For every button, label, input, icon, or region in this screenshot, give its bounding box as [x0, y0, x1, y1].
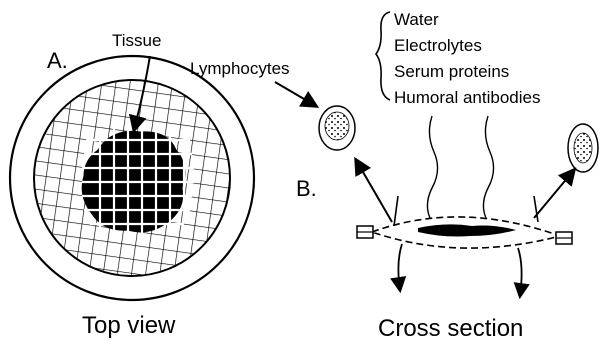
arrow-down-right: [518, 248, 522, 296]
bracket-item-electrolytes: Electrolytes: [394, 36, 482, 55]
bracket-item-serum-proteins: Serum proteins: [394, 62, 509, 81]
lymphocyte-cell-right: [568, 124, 598, 172]
panel-b-letter: B.: [296, 176, 317, 201]
bracket-item-humoral-antibodies: Humoral antibodies: [394, 88, 540, 107]
list-brace: [376, 12, 390, 100]
lymphocytes-label: Lymphocytes: [190, 59, 290, 78]
tissue-label: Tissue: [112, 31, 161, 50]
arrow-down-left: [398, 244, 402, 290]
arrow-stem-left: [394, 196, 398, 226]
lymphocyte-cell-left: [319, 106, 355, 150]
top-view-caption: Top view: [82, 312, 176, 339]
diffusion-wave-right: [483, 116, 493, 218]
arrow-to-lymphocyte-right: [534, 170, 574, 218]
cross-section-caption: Cross section: [378, 315, 523, 342]
diffusion-wave-left: [427, 116, 437, 218]
panel-b: B. Water Electrolytes Serum proteins Hum…: [190, 10, 598, 342]
cross-section-tissue: [418, 224, 516, 236]
bracket-item-water: Water: [394, 10, 439, 29]
arrow-to-lymphocyte-left: [356, 160, 392, 222]
panel-a-letter: A.: [47, 48, 68, 73]
lymphocytes-leader-arrow: [275, 82, 316, 106]
